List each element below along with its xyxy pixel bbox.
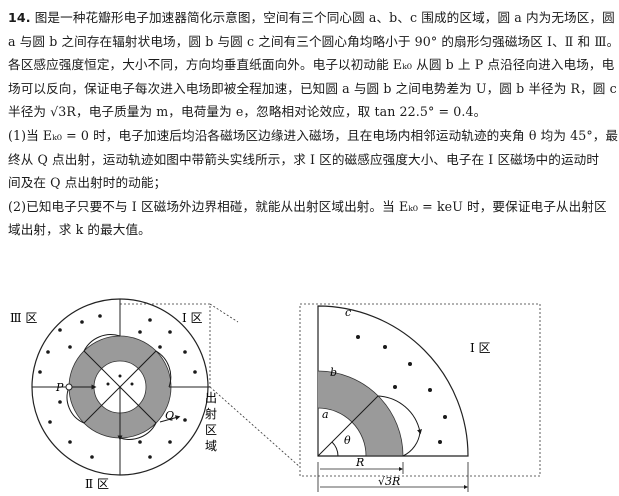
dim-r: R bbox=[355, 456, 364, 469]
left-figure: P Q Ⅲ 区 Ⅰ 区 Ⅱ 区 出 射 区 域 bbox=[10, 298, 301, 491]
region3-label: Ⅲ 区 bbox=[10, 311, 37, 325]
svg-text:域: 域 bbox=[205, 439, 217, 453]
part1-line-3: 间及在 Q 点出射时的动能； bbox=[8, 175, 167, 191]
exit-region-label: 出 射 区 域 bbox=[205, 391, 217, 453]
part2-line-1: (2)已知电子只要不与 Ⅰ 区磁场外边界相碰，就能从出射区域出射。当 Eₖ₀ =… bbox=[8, 198, 607, 214]
question-line-4: 场可以反向，保证电子每次进入电场即被全程加速，已知圆 a 与圆 b 之间电势差为… bbox=[8, 80, 617, 96]
exam-page: 14. 图是一种花瓣形电子加速器简化示意图，空间有三个同心圆 a、b、c 围成的… bbox=[8, 6, 619, 492]
point-p-marker bbox=[65, 383, 73, 391]
label-b: b bbox=[330, 366, 337, 379]
question-line-5: 半径为 √3R，电子质量为 m，电荷量为 e，忽略相对论效应，取 tan 22.… bbox=[8, 104, 487, 120]
part2-line-2: 域出射，求 k 的最大值。 bbox=[8, 222, 151, 238]
left-field-dots bbox=[38, 314, 197, 459]
point-p-label: P bbox=[55, 381, 64, 394]
part1-line-1: (1)当 Eₖ₀ = 0 时，电子加速后均沿各磁场区边缘进入磁场，且在电场内相邻… bbox=[8, 127, 619, 143]
label-c: c bbox=[345, 306, 351, 319]
label-a: a bbox=[322, 408, 329, 421]
question-line-3: 各区感应强度恒定，大小不同，方向均垂直纸面向外。电子以初动能 Eₖ₀ 从圆 b … bbox=[8, 57, 615, 73]
question-number: 14. bbox=[8, 10, 31, 25]
angle-theta: θ bbox=[344, 434, 351, 447]
right-trajectory bbox=[317, 395, 422, 457]
dimension-lines bbox=[317, 462, 469, 492]
question-text: 14. 图是一种花瓣形电子加速器简化示意图，空间有三个同心圆 a、b、c 围成的… bbox=[8, 6, 619, 242]
point-q-label: Q bbox=[165, 409, 174, 422]
svg-text:区: 区 bbox=[205, 423, 217, 437]
circle-c-quarter bbox=[317, 305, 469, 457]
question-line-2: a 与圆 b 之间存在辐射状电场，圆 b 与圆 c 之间有三个圆心角均略小于 9… bbox=[8, 33, 619, 49]
right-figure: Ⅰ 区 c b a θ R √3R bbox=[299, 303, 541, 492]
part1-line-2: 终从 Q 点出射，运动轨迹如图中带箭头实线所示，求 Ⅰ 区的磁感应强度大小、电子… bbox=[8, 151, 600, 167]
zoom-frame bbox=[299, 303, 541, 477]
dim-sqrt3r: √3R bbox=[378, 475, 400, 488]
right-field-dots bbox=[356, 335, 447, 444]
figures: P Q Ⅲ 区 Ⅰ 区 Ⅱ 区 出 射 区 域 bbox=[10, 298, 541, 492]
svg-text:射: 射 bbox=[205, 406, 217, 421]
region1-label: Ⅰ 区 bbox=[182, 311, 203, 325]
right-region1-label: Ⅰ 区 bbox=[470, 341, 491, 355]
left-trajectory bbox=[66, 334, 181, 441]
svg-text:出: 出 bbox=[205, 391, 217, 405]
region2-label: Ⅱ 区 bbox=[85, 477, 109, 491]
question-line-1: 14. 图是一种花瓣形电子加速器简化示意图，空间有三个同心圆 a、b、c 围成的… bbox=[8, 10, 615, 25]
